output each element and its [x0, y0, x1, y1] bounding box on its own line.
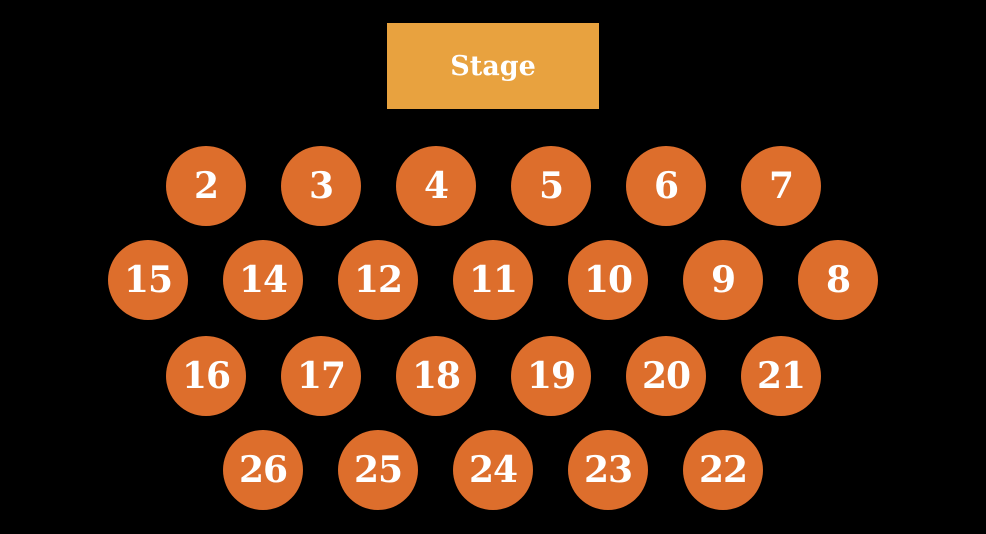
table-2: 2 — [166, 146, 246, 226]
table-21: 21 — [741, 336, 821, 416]
table-23: 23 — [568, 430, 648, 510]
table-3: 3 — [281, 146, 361, 226]
table-11: 11 — [453, 240, 533, 320]
table-14: 14 — [223, 240, 303, 320]
table-25: 25 — [338, 430, 418, 510]
stage: Stage — [387, 23, 599, 109]
table-5: 5 — [511, 146, 591, 226]
table-10: 10 — [568, 240, 648, 320]
table-12: 12 — [338, 240, 418, 320]
table-26: 26 — [223, 430, 303, 510]
table-18: 18 — [396, 336, 476, 416]
table-22: 22 — [683, 430, 763, 510]
table-8: 8 — [798, 240, 878, 320]
table-6: 6 — [626, 146, 706, 226]
table-row-3: 16 17 18 19 20 21 — [0, 336, 986, 416]
table-4: 4 — [396, 146, 476, 226]
table-9: 9 — [683, 240, 763, 320]
table-7: 7 — [741, 146, 821, 226]
table-19: 19 — [511, 336, 591, 416]
table-16: 16 — [166, 336, 246, 416]
table-20: 20 — [626, 336, 706, 416]
table-24: 24 — [453, 430, 533, 510]
table-row-4: 26 25 24 23 22 — [0, 430, 986, 510]
table-17: 17 — [281, 336, 361, 416]
table-15: 15 — [108, 240, 188, 320]
